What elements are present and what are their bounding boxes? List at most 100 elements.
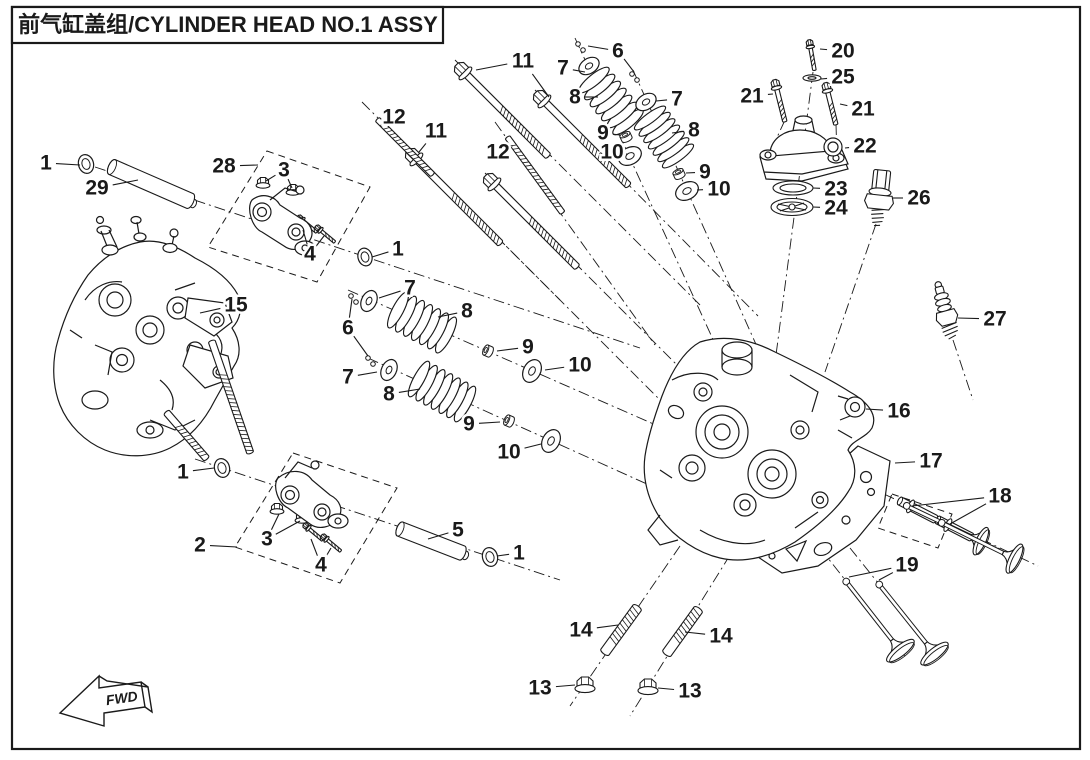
part-callout: 29 [83,174,139,202]
cover-stud [208,339,254,455]
part-callout: 12 [484,138,513,166]
callout-number: 7 [557,57,569,80]
callout-leader-line [302,229,308,245]
callout-number: 6 [612,40,624,63]
cylinder-head [643,337,875,561]
callout-leader-line [839,103,848,107]
valve-spring [633,105,695,169]
part-callout: 10 [598,138,628,166]
flange-nut [269,502,285,515]
callout-leader-line [684,631,706,635]
callout-leader-line [949,503,987,525]
temperature-sensor [863,168,894,227]
callout-number: 7 [342,366,354,389]
callout-leader-line [894,461,916,464]
fwd-label: FWD [105,688,139,708]
callout-number: 22 [853,135,876,158]
spring-retainer [635,92,657,112]
callout-number: 10 [600,141,623,164]
valve-cotter [629,71,640,83]
callout-number: 10 [568,354,591,377]
washer-25 [802,74,822,82]
hex-flange-bolt [453,61,551,159]
rocker-shaft [106,159,198,209]
callout-leader-line [957,317,980,320]
stud-14 [600,604,642,656]
callout-leader-line [878,572,894,581]
callout-leader-line [55,163,81,166]
hex-flange-bolt [314,224,336,244]
o-ring [357,247,373,267]
hex-flange-bolt [805,39,817,72]
callout-number: 9 [463,413,475,436]
callout-leader-line [209,544,238,548]
callout-number: 1 [513,542,525,565]
spring-retainer [360,289,378,313]
stud-12 [375,117,435,177]
generated-parts-layer [77,39,1025,696]
callout-leader-line [380,123,384,127]
callout-number: 3 [261,528,273,551]
callout-leader-line [819,48,828,51]
part-callout: 21 [839,95,877,123]
callout-number: 14 [569,619,593,642]
valve [937,518,1025,574]
callout-number: 15 [224,294,248,317]
part-callout: 11 [475,47,550,98]
callout-number: 9 [522,336,534,359]
part-callout: 5 [427,516,467,544]
part-callout: 14 [684,622,735,650]
hex-flange-bolt [770,78,788,123]
part-callout: 1 [38,149,81,177]
hex-flange-bolt [532,89,632,189]
callout-number: 12 [486,141,509,164]
callout-number: 23 [824,178,847,201]
diagram-border [10,5,1082,751]
callout-number: 11 [425,120,448,143]
valve-cotter [348,293,359,305]
valve [875,580,949,667]
callout-number: 25 [831,66,855,89]
rocker-shaft [395,521,470,561]
stud-14 [662,606,703,657]
callout-number: 20 [831,40,854,63]
callout-leader-line [287,178,293,189]
callout-number: 2 [194,534,206,557]
callout-number: 18 [988,485,1012,508]
center-lines-layer [94,37,1039,717]
callout-leader-line [437,312,458,318]
flange-nut [255,176,271,189]
callout-number: 7 [404,277,416,300]
thermostat-24 [770,197,814,217]
callout-number: 29 [85,177,108,200]
callout-leader-line [475,63,508,71]
callout-leader-line [911,497,985,507]
callout-leader-line [353,335,369,357]
part-callout: 7 [378,274,418,302]
callout-number: 19 [895,554,918,577]
callout-number: 8 [383,383,395,406]
part-callout: 8 [671,116,703,144]
callout-leader-line [587,45,609,50]
part-callout: 20 [819,37,857,65]
part-callout: 26 [893,184,933,212]
callout-leader-line [820,77,828,80]
thermostat-cover [759,115,849,182]
rocker-arm-assembly-upper [249,185,316,256]
callout-leader-line [623,58,635,73]
cover-stud [163,409,210,462]
part-callout: 8 [567,83,598,111]
part-callout: 9 [595,119,621,147]
callout-number: 3 [278,159,290,182]
stud-12 [505,135,565,215]
callout-leader-line [612,133,621,136]
callout-leader-line [671,130,685,134]
part-callout: 28 [210,152,259,180]
valve-stem-seal [619,131,633,143]
callout-number: 26 [907,187,930,210]
cylinder-head-cover-assembly [53,215,242,457]
callout-number: 13 [528,677,551,700]
callout-number: 24 [824,197,848,220]
valve-cotter [365,355,376,367]
